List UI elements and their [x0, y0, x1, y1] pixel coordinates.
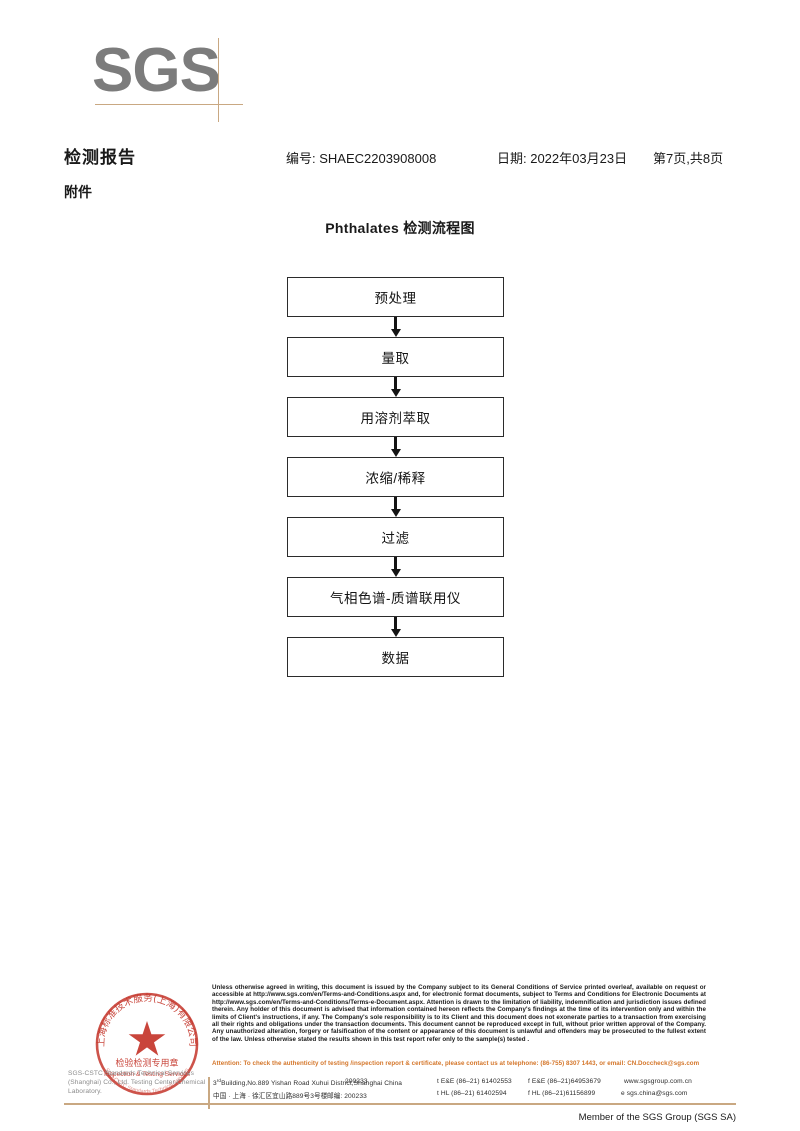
flow-step-measure: 量取 — [287, 337, 504, 377]
website-link[interactable]: www.sgsgroup.com.cn — [624, 1078, 692, 1085]
flow-arrow-down-icon — [287, 317, 504, 337]
page-title: 检测报告 — [64, 148, 136, 167]
attachment-label: 附件 — [64, 184, 92, 200]
logo-horizontal-rule — [95, 104, 243, 105]
telephone-hl: t HL (86–21) 61402594 — [437, 1090, 507, 1097]
report-number: 编号: SHAEC2203908008 — [286, 151, 437, 166]
sgs-logo-text: SGS — [92, 36, 221, 105]
flow-step-filtration: 过滤 — [287, 517, 504, 557]
zip-english: 200233 — [345, 1078, 368, 1085]
address-en-prefix: 3 — [213, 1080, 217, 1088]
email-link[interactable]: e sgs.china@sgs.com — [621, 1090, 688, 1097]
flowchart: 预处理 量取 用溶剂萃取 浓缩/稀释 过滤 气相色谱-质谱联用仪 数据 — [287, 277, 504, 677]
attention-notice: Attention: To check the authenticity of … — [212, 1060, 700, 1067]
flow-step-pretreatment: 预处理 — [287, 277, 504, 317]
flow-step-data: 数据 — [287, 637, 504, 677]
sgs-group-member-note: Member of the SGS Group (SGS SA) — [578, 1112, 736, 1123]
legal-disclaimer: Unless otherwise agreed in writing, this… — [212, 984, 706, 1043]
telephone-ee: t E&E (86–21) 61402553 — [437, 1078, 512, 1085]
report-date: 日期: 2022年03月23日 — [497, 151, 628, 166]
address-chinese: 中国 · 上海 · 徐汇区宜山路889号3号楼 — [213, 1093, 328, 1100]
page-indicator: 第7页,共8页 — [653, 151, 724, 166]
zip-chinese: 邮编: 200233 — [327, 1093, 367, 1100]
footer-divider — [64, 1103, 736, 1105]
sgs-logo: SGS — [92, 36, 262, 126]
flowchart-title: Phthalates 检测流程图 — [325, 220, 475, 236]
address-divider — [208, 1077, 210, 1109]
flow-step-solvent-extraction: 用溶剂萃取 — [287, 397, 504, 437]
flow-arrow-down-icon — [287, 377, 504, 397]
fax-ee: f E&E (86–21)64953679 — [528, 1078, 601, 1085]
flow-step-gcms: 气相色谱-质谱联用仪 — [287, 577, 504, 617]
flow-arrow-down-icon — [287, 557, 504, 577]
svg-text:检验检测专用章: 检验检测专用章 — [115, 1057, 178, 1069]
flow-arrow-down-icon — [287, 497, 504, 517]
fax-hl: f HL (86–21)61156899 — [528, 1090, 596, 1097]
flow-arrow-down-icon — [287, 617, 504, 637]
flow-arrow-down-icon — [287, 437, 504, 457]
address-en-body: Building,No.889 Yishan Road Xuhui Distri… — [221, 1080, 403, 1088]
svg-text:Inspection & Testing Services: Inspection & Testing Services — [104, 1071, 191, 1078]
stamp-company-text: SGS-CSTC Standards Technical Services (S… — [68, 1070, 206, 1095]
inspection-stamp-icon: 上海标准技术服务(上海)有限公司 检验检测专用章 Inspection & Te… — [88, 985, 206, 1103]
address-en-sup: rd — [216, 1078, 222, 1083]
address-english: 3rdBuilding,No.889 Yishan Road Xuhui Dis… — [213, 1078, 402, 1087]
flow-step-concentration-dilution: 浓缩/稀释 — [287, 457, 504, 497]
logo-vertical-rule — [218, 38, 219, 122]
